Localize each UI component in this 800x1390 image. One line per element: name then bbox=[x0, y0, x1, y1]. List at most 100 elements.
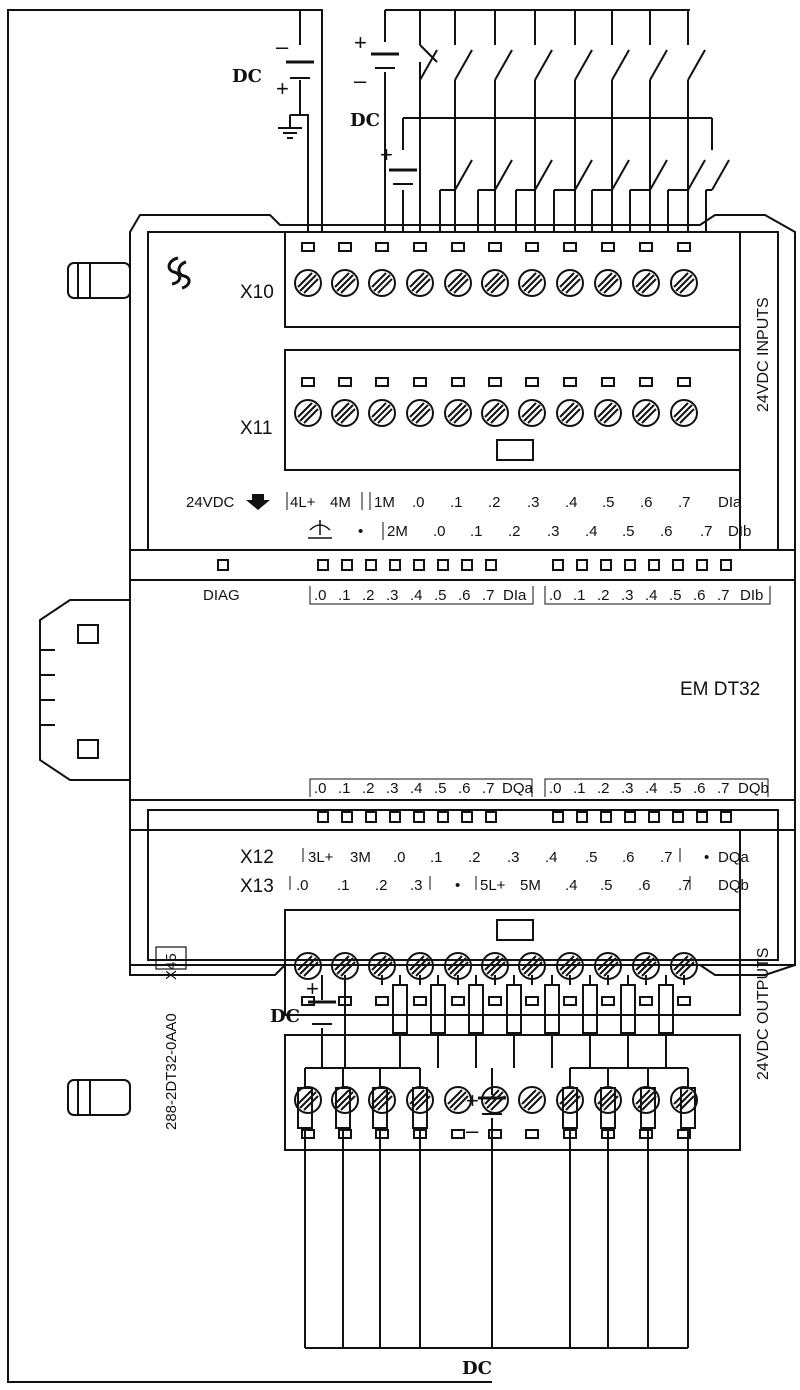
supply-label: 24VDC bbox=[186, 494, 235, 511]
dqa-channel-label: .5 bbox=[585, 849, 598, 866]
x12-terminal-block bbox=[284, 909, 741, 1016]
dia-led-label: .7 bbox=[482, 587, 495, 604]
part-number: 288-2DT32-0AA0 bbox=[163, 1013, 180, 1130]
battery-icon bbox=[371, 52, 399, 69]
screw-terminal-icon bbox=[444, 399, 472, 427]
dia-led-label: .4 bbox=[410, 587, 423, 604]
x10-terminal-block bbox=[284, 231, 741, 328]
output-wiring bbox=[304, 975, 689, 1349]
dia-channel-label: .3 bbox=[527, 494, 540, 511]
x13-terminal-block bbox=[284, 1034, 741, 1151]
resistor-icon bbox=[600, 1087, 616, 1129]
diag-led bbox=[217, 559, 229, 571]
x12-terminal-slot bbox=[525, 996, 539, 1006]
x11-terminal-slot bbox=[677, 377, 691, 387]
battery1-minus: – bbox=[276, 34, 289, 59]
screw-terminal-icon bbox=[406, 399, 434, 427]
x13-terminal-slot bbox=[375, 1129, 389, 1139]
x12-terminal-slot bbox=[488, 996, 502, 1006]
x12-terminal-slot bbox=[677, 996, 691, 1006]
x11-label: X11 bbox=[240, 418, 272, 439]
dib-channel-label: .4 bbox=[585, 523, 598, 540]
screw-terminal-icon bbox=[556, 399, 584, 427]
switch-icon bbox=[454, 49, 473, 81]
dia-channel-label: .1 bbox=[450, 494, 463, 511]
x10-terminal-slot bbox=[488, 242, 502, 252]
terminal-1m: 1M bbox=[374, 494, 395, 511]
dqb-led-label: .0 bbox=[549, 780, 562, 797]
x13-label: X13 bbox=[240, 876, 274, 897]
dib-led-label: .2 bbox=[597, 587, 610, 604]
dqa-led bbox=[317, 811, 329, 823]
dib-led-label: .4 bbox=[645, 587, 658, 604]
x12-terminal-slot bbox=[451, 996, 465, 1006]
dqa-led bbox=[413, 811, 425, 823]
dia-led-label: .5 bbox=[434, 587, 447, 604]
dia-channel-label: .6 bbox=[640, 494, 653, 511]
battery4-label: DC bbox=[270, 1006, 300, 1027]
screw-terminal-icon bbox=[406, 1086, 434, 1114]
x12-terminal-slot bbox=[375, 996, 389, 1006]
battery4-plus: + bbox=[306, 976, 319, 1001]
dqb-led-label: .4 bbox=[645, 780, 658, 797]
dqb-led-label: .2 bbox=[597, 780, 610, 797]
resistor-icon bbox=[412, 1087, 428, 1129]
output-row-b-labels: .0.1.2.3 • 5L+ 5M .4.5.6.7 DQb bbox=[289, 876, 749, 894]
switch-icon bbox=[419, 44, 438, 81]
battery3-plus: + bbox=[380, 142, 393, 167]
screw-terminal-icon bbox=[518, 1086, 546, 1114]
x10-terminal-slot bbox=[639, 242, 653, 252]
terminal-3m: 3M bbox=[350, 849, 371, 866]
dqa-channel-label: .3 bbox=[507, 849, 520, 866]
dqb-led bbox=[672, 811, 684, 823]
switch-icon bbox=[687, 49, 706, 81]
screw-terminal-icon bbox=[294, 952, 322, 980]
x13-terminal-slot bbox=[525, 1129, 539, 1139]
dqb-dot: • bbox=[455, 877, 460, 894]
dib-led bbox=[600, 559, 612, 571]
screw-terminal-icon bbox=[444, 269, 472, 297]
x10-terminal-slot bbox=[413, 242, 427, 252]
dqa-led bbox=[437, 811, 449, 823]
dib-led bbox=[576, 559, 588, 571]
dib-channel-label: .1 bbox=[470, 523, 483, 540]
din-clip-bottom bbox=[67, 1079, 131, 1116]
screw-terminal-icon bbox=[594, 1086, 622, 1114]
dib-channel-label: .2 bbox=[508, 523, 521, 540]
screw-terminal-icon bbox=[518, 399, 546, 427]
dib-channel-label: .0 bbox=[433, 523, 446, 540]
x10-terminal-slot bbox=[601, 242, 615, 252]
terminal-3l-plus: 3L+ bbox=[308, 849, 334, 866]
x13-terminal-slot bbox=[338, 1129, 352, 1139]
dib-led bbox=[696, 559, 708, 571]
switch-icon bbox=[494, 49, 513, 81]
dia-led-group: DIa bbox=[503, 587, 527, 604]
screw-terminal-icon bbox=[294, 399, 322, 427]
dqb-high-channel-label: .5 bbox=[600, 877, 613, 894]
dqb-led-label: .1 bbox=[573, 780, 586, 797]
x10-terminal-slot bbox=[451, 242, 465, 252]
dqa-channel-label: .7 bbox=[660, 849, 673, 866]
dia-led bbox=[485, 559, 497, 571]
screw-terminal-icon bbox=[368, 269, 396, 297]
x10-terminal-slot bbox=[525, 242, 539, 252]
dqb-led bbox=[552, 811, 564, 823]
dib-led-label: .1 bbox=[573, 587, 586, 604]
dqa-led-label: .6 bbox=[458, 780, 471, 797]
x12-terminal-slot bbox=[639, 996, 653, 1006]
dia-led bbox=[461, 559, 473, 571]
screw-terminal-icon bbox=[331, 269, 359, 297]
x11-terminal-block bbox=[284, 349, 741, 471]
dia-led-label: .1 bbox=[338, 587, 351, 604]
battery1-plus: + bbox=[276, 76, 289, 101]
dia-led bbox=[389, 559, 401, 571]
x12-terminal-slot bbox=[601, 996, 615, 1006]
version-label: X45 bbox=[163, 953, 180, 980]
resistor-icon bbox=[582, 984, 598, 1034]
dia-led bbox=[437, 559, 449, 571]
battery5-minus: – bbox=[466, 1118, 479, 1143]
dib-led-label: .6 bbox=[693, 587, 706, 604]
dia-led bbox=[365, 559, 377, 571]
